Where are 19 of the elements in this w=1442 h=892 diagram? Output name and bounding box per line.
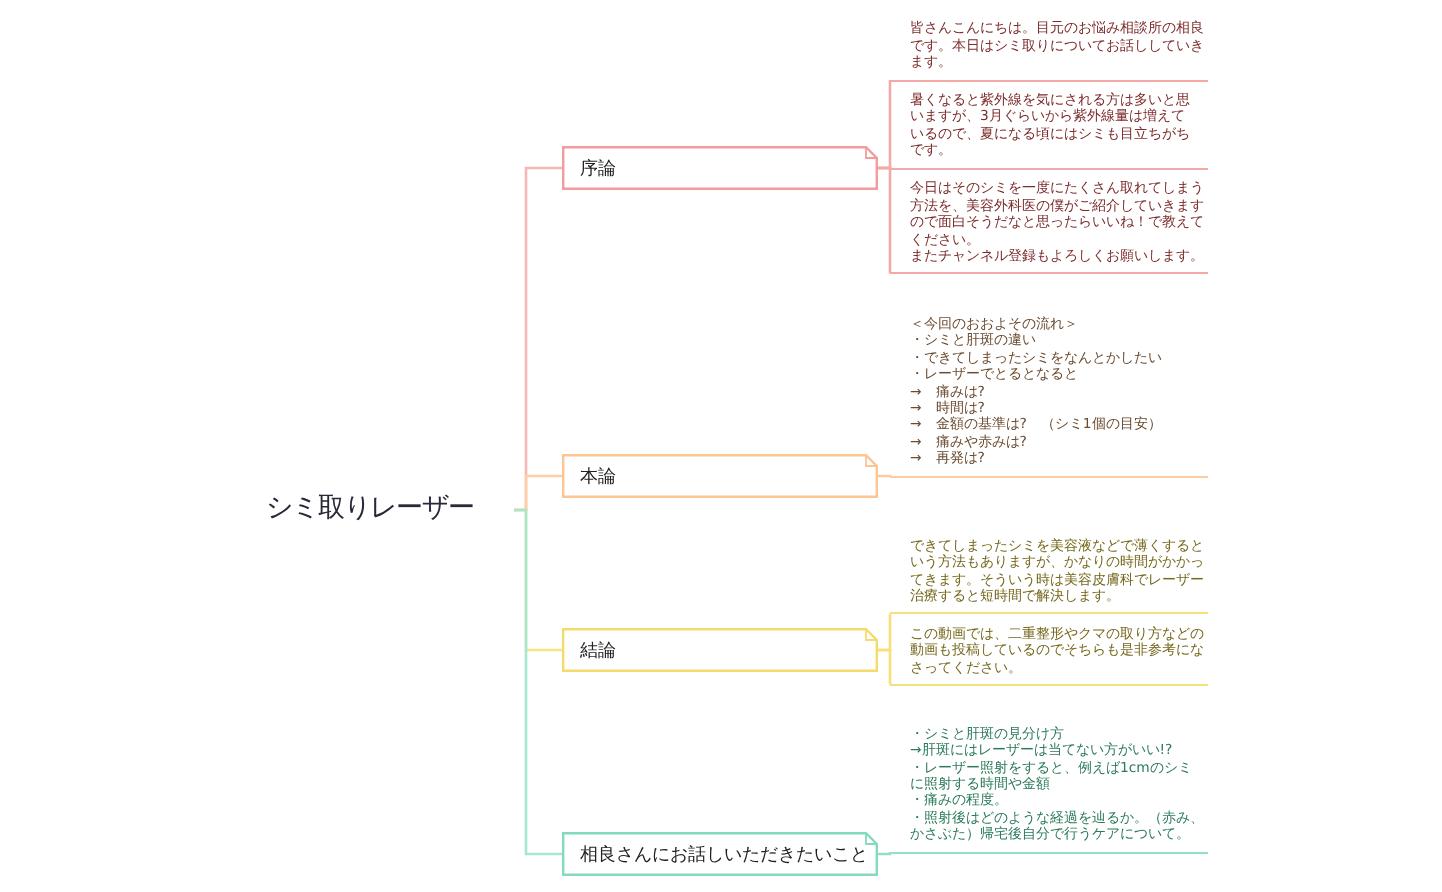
connector-line bbox=[514, 508, 562, 856]
underlined-note bbox=[890, 725, 1208, 854]
topic-box bbox=[562, 146, 878, 190]
topic-box bbox=[562, 454, 878, 498]
topic-box bbox=[562, 832, 878, 876]
underlined-note bbox=[890, 315, 1208, 478]
underlined-note bbox=[890, 625, 1208, 686]
topic-box bbox=[562, 628, 878, 672]
underlined-note bbox=[890, 91, 1208, 170]
topic-label: 結論 bbox=[580, 639, 616, 661]
topic-label: 本論 bbox=[580, 465, 616, 487]
connector-line bbox=[878, 166, 892, 275]
underlined-note bbox=[890, 537, 1208, 615]
topic-label: 相良さんにお話しいただきたいこと bbox=[580, 843, 868, 865]
topic-label: 序論 bbox=[580, 157, 616, 179]
underlined-note bbox=[890, 180, 1208, 275]
central-topic: シミ取りレーザー bbox=[266, 494, 474, 526]
underlined-note bbox=[890, 20, 1208, 82]
connector-line bbox=[878, 648, 892, 686]
